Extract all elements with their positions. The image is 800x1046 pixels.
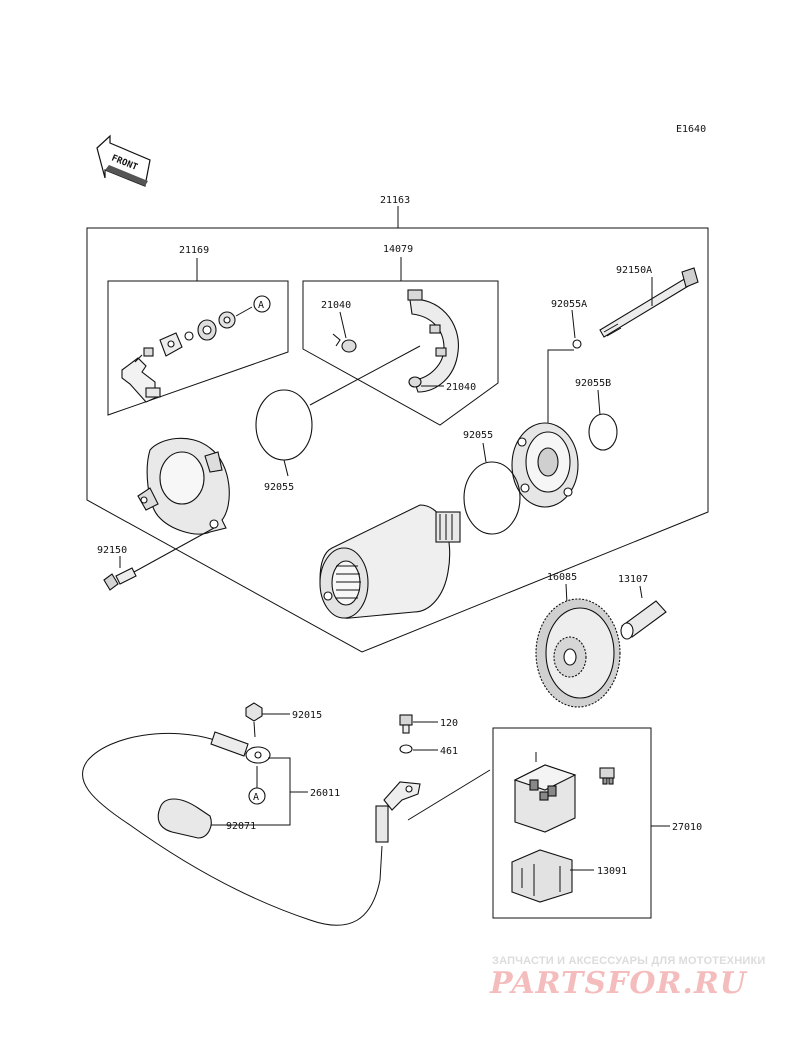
starter-cable [82,732,383,926]
brush-set-box [107,280,289,416]
part-label-92055B: 92055B [575,378,611,389]
o-ring-92055-right [463,461,521,535]
starter-gear [535,598,621,708]
part-label-27010: 27010 [672,822,702,833]
relay-cover [511,849,573,903]
brush-plate-parts [332,289,459,393]
cable-terminal [210,731,271,764]
part-label-92015: 92015 [292,710,322,721]
relay-bolt [399,714,413,734]
part-label-461: 461 [440,746,458,757]
relay-box [492,727,652,919]
gear-shaft [620,600,667,640]
front-arrow-icon: FRONT [96,134,151,187]
part-label-92071: 92071 [226,821,256,832]
part-label-21163: 21163 [380,195,410,206]
part-label-120: 120 [440,718,458,729]
small-o-ring [572,339,582,349]
starter-assembly-outline [86,227,709,653]
brush-set-parts: A [121,295,271,403]
front-cover [511,422,579,508]
part-label-92055A: 92055A [551,299,587,310]
cover-bolt [103,567,137,591]
part-label-92150A: 92150A [616,265,652,276]
rear-cover [137,437,230,535]
brush-plate-box [302,280,499,426]
part-label-92055-right: 92055 [463,430,493,441]
part-label-13091: 13091 [597,866,627,877]
part-label-14079: 14079 [383,244,413,255]
part-label-21040-top: 21040 [321,300,351,311]
watermark-logo: PARTSFOR.RU [490,966,747,1001]
starter-relay [513,764,577,833]
part-label-21169: 21169 [179,245,209,256]
fuse-icon [599,767,615,785]
through-bolt [599,267,699,338]
part-label-21040-bottom: 21040 [446,382,476,393]
diagram-code: E1640 [676,124,706,135]
o-ring-92055-left [255,389,313,461]
part-label-26011: 26011 [310,788,340,799]
washer [399,744,413,754]
armature-yoke [319,504,461,619]
watermark-tagline: ЗАПЧАСТИ И АКСЕССУАРЫ ДЛЯ МОТОТЕХНИКИ [492,955,766,967]
part-label-92150: 92150 [97,545,127,556]
relay-cable-terminal [375,781,421,843]
ref-circle-a-top: A [258,300,264,311]
terminal-cap [157,798,212,839]
part-label-92055-left: 92055 [264,482,294,493]
terminal-nut [245,702,263,722]
part-label-13107: 13107 [618,574,648,585]
part-label-16085: 16085 [547,572,577,583]
svg-text:A: A [253,792,259,803]
o-ring-92055B [588,413,618,451]
